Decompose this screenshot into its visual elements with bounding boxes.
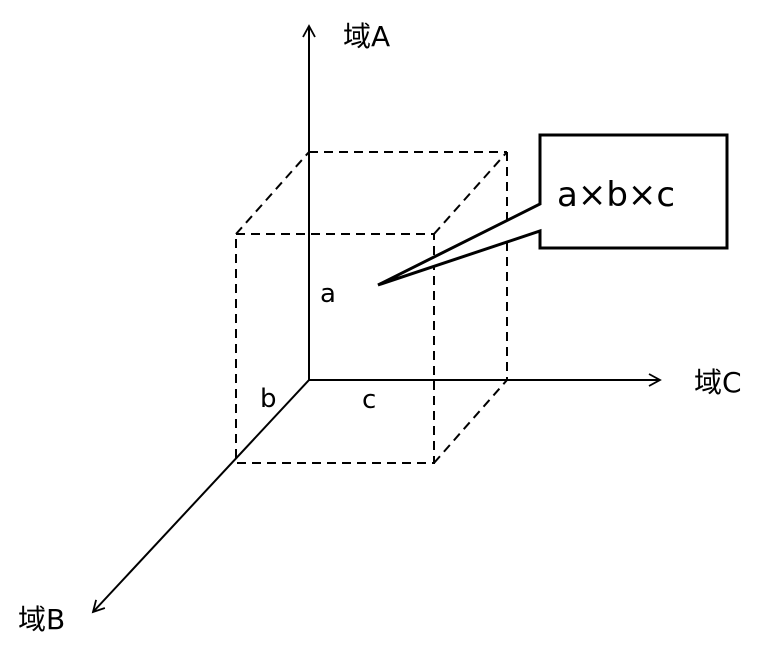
axis-b-label: 域B (18, 603, 65, 636)
cube-edge-top-right (433, 151, 508, 235)
dimension-b-label: b (260, 384, 277, 414)
dimension-c-label: c (362, 385, 376, 415)
axis-a-label: 域A (343, 20, 390, 53)
cube-front-face (235, 233, 435, 464)
cube-edge-top-left (235, 151, 310, 235)
axis-b-line (91, 379, 310, 614)
axis-c-label: 域C (694, 366, 742, 399)
callout-formula: a×b×c (557, 175, 675, 215)
dashed-cube (235, 151, 508, 464)
cube-edge-bottom-right (433, 379, 508, 464)
dimension-a-label: a (320, 279, 336, 309)
callout-box (377, 133, 729, 287)
